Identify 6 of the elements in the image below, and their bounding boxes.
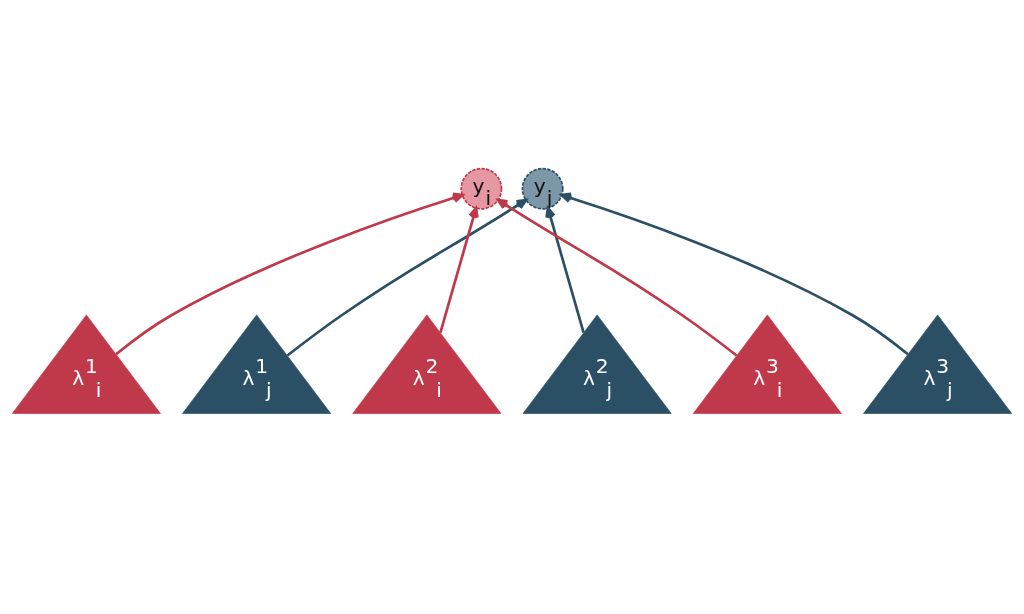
arrow	[496, 198, 738, 357]
arrow	[286, 198, 528, 357]
arrow	[439, 206, 479, 333]
arrow	[545, 206, 585, 333]
arrow	[115, 192, 464, 355]
arrow	[560, 192, 909, 355]
